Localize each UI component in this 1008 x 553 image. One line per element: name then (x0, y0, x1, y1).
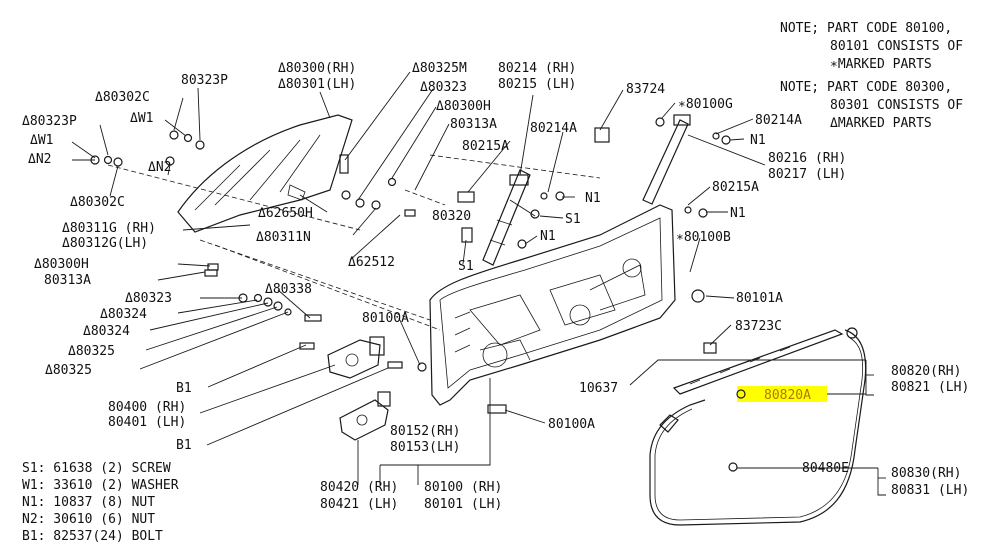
label-80323-top[interactable]: Δ80323 (420, 80, 467, 95)
note-1-line-1: NOTE; PART CODE 80100, (780, 21, 952, 36)
note-1-line-2: 80101 CONSISTS OF (830, 39, 963, 54)
label-80320[interactable]: 80320 (432, 209, 471, 224)
notes: NOTE; PART CODE 80100, 80101 CONSISTS OF… (780, 21, 963, 131)
label-80214A-right[interactable]: 80214A (755, 113, 802, 128)
label-80338[interactable]: Δ80338 (265, 282, 312, 297)
label-80325-a[interactable]: Δ80325 (68, 344, 115, 359)
hinges (327, 336, 507, 441)
label-N1-d[interactable]: N1 (540, 229, 556, 244)
label-80401-lh[interactable]: 80401 (LH) (108, 415, 186, 430)
label-N1-a[interactable]: N1 (750, 133, 766, 148)
label-B1-b[interactable]: B1 (176, 438, 192, 453)
label-80217-lh[interactable]: 80217 (LH) (768, 167, 846, 182)
label-80300-rh[interactable]: Δ80300(RH) (278, 61, 356, 76)
label-80215A-right[interactable]: 80215A (712, 180, 759, 195)
label-80101-lh[interactable]: 80101 (LH) (424, 497, 502, 512)
fastener-legend: S1: 61638 (2) SCREW W1: 33610 (2) WASHER… (22, 461, 179, 544)
note-1-line-3: ∗MARKED PARTS (830, 57, 932, 72)
label-80100-rh[interactable]: 80100 (RH) (424, 480, 502, 495)
label-80215A-left[interactable]: 80215A (462, 139, 509, 154)
regulator-rails (457, 114, 738, 472)
label-80420-rh[interactable]: 80420 (RH) (320, 480, 398, 495)
legend-s1: S1: 61638 (2) SCREW (22, 461, 171, 476)
label-80100A-bot[interactable]: 80100A (548, 417, 595, 432)
label-B1-a[interactable]: B1 (176, 381, 192, 396)
label-80300H-top[interactable]: Δ80300H (436, 99, 491, 114)
label-N1-b[interactable]: N1 (585, 191, 601, 206)
label-80302C-top[interactable]: Δ80302C (95, 90, 150, 105)
label-80831-lh[interactable]: 80831 (LH) (891, 483, 969, 498)
label-10637[interactable]: 10637 (579, 381, 618, 396)
label-62512[interactable]: Δ62512 (348, 255, 395, 270)
label-W1-a[interactable]: ΔW1 (130, 111, 153, 126)
label-80421-lh[interactable]: 80421 (LH) (320, 497, 398, 512)
label-80101A[interactable]: 80101A (736, 291, 783, 306)
legend-b1: B1: 82537(24) BOLT (22, 529, 163, 544)
label-80323-mid[interactable]: Δ80323 (125, 291, 172, 306)
legend-w1: W1: 33610 (2) WASHER (22, 478, 179, 493)
note-2-line-2: 80301 CONSISTS OF (830, 98, 963, 113)
leader-lines (71, 71, 886, 496)
label-80214A-mid[interactable]: 80214A (530, 121, 577, 136)
window-glass (177, 114, 353, 233)
label-80324-a[interactable]: Δ80324 (100, 307, 147, 322)
hardware (90, 130, 427, 372)
note-2-line-3: ΔMARKED PARTS (830, 116, 932, 131)
label-N2-a[interactable]: ΔN2 (28, 152, 51, 167)
label-80480E[interactable]: 80480E (802, 461, 849, 476)
label-80311G-rh[interactable]: Δ80311G (RH) (62, 221, 156, 236)
label-80820A[interactable]: 80820A (764, 388, 811, 403)
guide-lines (107, 154, 601, 331)
legend-n1: N1: 10837 (8) NUT (22, 495, 155, 510)
label-80830-rh[interactable]: 80830(RH) (891, 466, 961, 481)
label-80215-lh[interactable]: 80215 (LH) (498, 77, 576, 92)
label-80313A-top[interactable]: 80313A (450, 117, 497, 132)
part-labels: 80323P Δ80302C Δ80323P ΔW1 ΔW1 ΔN2 ΔN2 Δ… (22, 61, 969, 512)
label-80323P[interactable]: 80323P (181, 73, 228, 88)
label-80100G[interactable]: ∗80100G (678, 97, 733, 112)
label-80302C-bot[interactable]: Δ80302C (70, 195, 125, 210)
note-2-line-1: NOTE; PART CODE 80300, (780, 80, 952, 95)
door-panel (429, 204, 676, 406)
label-S1-b[interactable]: S1 (458, 259, 474, 274)
label-83723C[interactable]: 83723C (735, 319, 782, 334)
label-80312G-lh[interactable]: Δ80312G(LH) (62, 236, 148, 251)
label-W1-b[interactable]: ΔW1 (30, 133, 53, 148)
label-80216-rh[interactable]: 80216 (RH) (768, 151, 846, 166)
clip-80820A-icon (736, 389, 746, 399)
label-80820-rh[interactable]: 80820(RH) (891, 364, 961, 379)
label-80325-b[interactable]: Δ80325 (45, 363, 92, 378)
label-80301-lh[interactable]: Δ80301(LH) (278, 77, 356, 92)
label-83724[interactable]: 83724 (626, 82, 665, 97)
label-80311N[interactable]: Δ80311N (256, 230, 311, 245)
label-80324-b[interactable]: Δ80324 (83, 324, 130, 339)
label-80325M[interactable]: Δ80325M (412, 61, 467, 76)
highlight-80820A (737, 386, 827, 402)
label-80100B[interactable]: ∗80100B (676, 230, 731, 245)
label-80313A-left[interactable]: 80313A (44, 273, 91, 288)
label-80400-rh[interactable]: 80400 (RH) (108, 400, 186, 415)
label-80821-lh[interactable]: 80821 (LH) (891, 380, 969, 395)
label-N1-c[interactable]: N1 (730, 206, 746, 221)
label-80300H-left[interactable]: Δ80300H (34, 257, 89, 272)
label-80153-lh[interactable]: 80153(LH) (390, 440, 460, 455)
label-80323P-left[interactable]: Δ80323P (22, 114, 77, 129)
label-N2-b[interactable]: ΔN2 (148, 160, 171, 175)
label-S1-a[interactable]: S1 (565, 212, 581, 227)
label-62650H[interactable]: Δ62650H (258, 206, 313, 221)
label-80100A-top[interactable]: 80100A (362, 311, 409, 326)
legend-n2: N2: 30610 (6) NUT (22, 512, 155, 527)
label-80152-rh[interactable]: 80152(RH) (390, 424, 460, 439)
weatherstrips (649, 327, 867, 526)
label-80214-rh[interactable]: 80214 (RH) (498, 61, 576, 76)
